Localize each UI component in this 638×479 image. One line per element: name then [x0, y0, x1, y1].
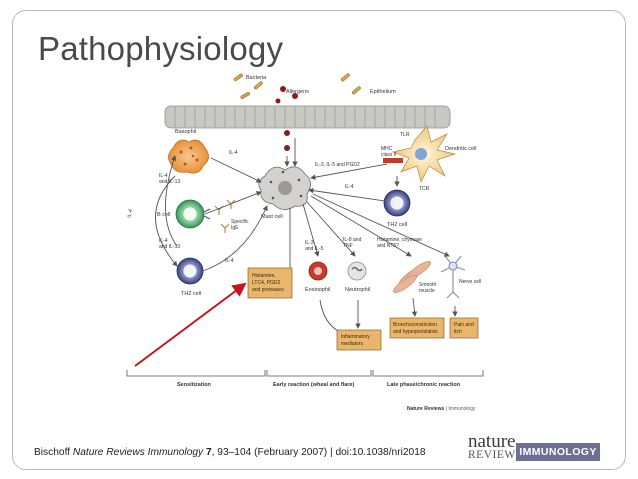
bacteria-icons [233, 73, 361, 99]
nerve-cell-label: Nerve cell [459, 279, 481, 285]
late-phase-label: Late phase/chronic reaction [387, 382, 461, 388]
sensitization-label: Sensitization [177, 382, 212, 388]
eosinophil-cell [308, 261, 328, 281]
il4-left-label: IL-4 [127, 209, 134, 219]
dendritic-cell [383, 125, 457, 184]
il4-label-c: IL-4 [345, 184, 354, 190]
early-reaction-label: Early reaction (wheal and flare) [273, 382, 354, 388]
red-annotation-arrow [134, 282, 247, 367]
il4-label-b: IL-4 [225, 258, 234, 264]
mast-cell-label: Mast cell [261, 214, 283, 220]
allergen-icons [275, 86, 298, 151]
b-cell-label: B cell [157, 212, 170, 218]
th2-cell-left [176, 257, 204, 285]
epithelium-layer [164, 105, 451, 129]
slide-frame [12, 10, 626, 470]
neutrophil-label: Neutrophil [345, 287, 370, 293]
allergy-pathophysiology-diagram: Bacteria Allergens Epithelium TLR Dendri… [126, 73, 484, 412]
b-cell [175, 199, 211, 229]
dendritic-cell-label: Dendritic cell [445, 146, 476, 152]
basophil-cell [168, 139, 209, 174]
slide-title: Pathophysiology [38, 30, 284, 67]
epithelium-label: Epithelium [370, 89, 396, 95]
th2-cell-right [383, 189, 411, 217]
nature-reviews-logo: nature REVIEWS IMMUNOLOGY [468, 431, 603, 469]
allergens-label: Allergens [286, 89, 309, 95]
logo-reviews-text: REVIEWS [468, 449, 523, 461]
neutrophil-cell [347, 261, 367, 281]
th2-cell-left-label: TH2 cell [181, 291, 201, 297]
tlr-label: TLR [400, 132, 410, 138]
il3-il5-pgd2-label: IL-3, IL-5 and PGD2 [315, 162, 360, 168]
th2-cell-right-label: TH2 cell [387, 222, 407, 228]
nerve-cell-icon [440, 255, 466, 299]
phase-brackets [126, 370, 484, 377]
tcr-label: TCR [419, 186, 430, 192]
logo-immunology-badge: IMMUNOLOGY [516, 443, 600, 461]
eosinophil-label: Eosinophil [305, 287, 330, 293]
basophil-label: Basophil [175, 129, 196, 135]
smooth-muscle-icon [393, 261, 431, 293]
bacteria-label: Bacteria [246, 75, 267, 81]
mast-cell [258, 166, 311, 210]
il4-label-a: IL-4 [229, 150, 238, 156]
logo-nature-text: nature [468, 431, 516, 452]
citation: Bischoff Nature Reviews Immunology 7, 93… [34, 447, 426, 458]
figure-credit: Nature Reviews | Immunology [407, 406, 476, 412]
